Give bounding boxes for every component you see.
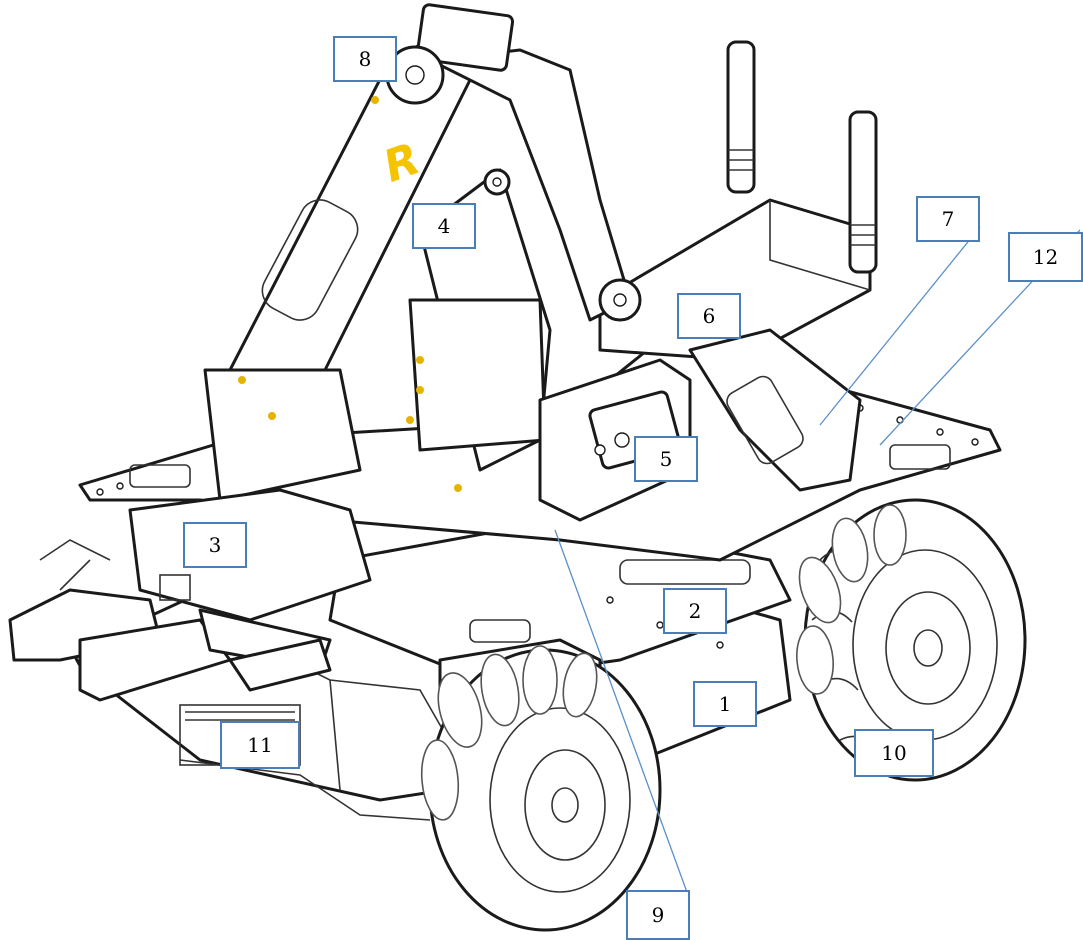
- callout-7: 7: [916, 196, 980, 242]
- callout-6: 6: [677, 293, 741, 339]
- rear-right-rollers: [796, 504, 907, 695]
- front-right-wheel: [420, 645, 662, 932]
- arm-bolts: [238, 96, 462, 492]
- callout-1: 1: [693, 681, 757, 727]
- rear-bracket: [688, 328, 862, 492]
- callout-9: 9: [626, 890, 690, 940]
- callout-4: 4: [412, 203, 476, 249]
- callout-3: 3: [183, 522, 247, 568]
- leader-line-9: [554, 529, 689, 896]
- callout-12: 12: [1008, 232, 1083, 282]
- leader-line-7: [819, 226, 981, 426]
- callout-5: 5: [634, 436, 698, 482]
- callout-11: 11: [220, 721, 300, 769]
- callout-10: 10: [854, 729, 934, 777]
- controller-box: [598, 40, 878, 362]
- callout-2: 2: [663, 588, 727, 634]
- callout-8: 8: [333, 36, 397, 82]
